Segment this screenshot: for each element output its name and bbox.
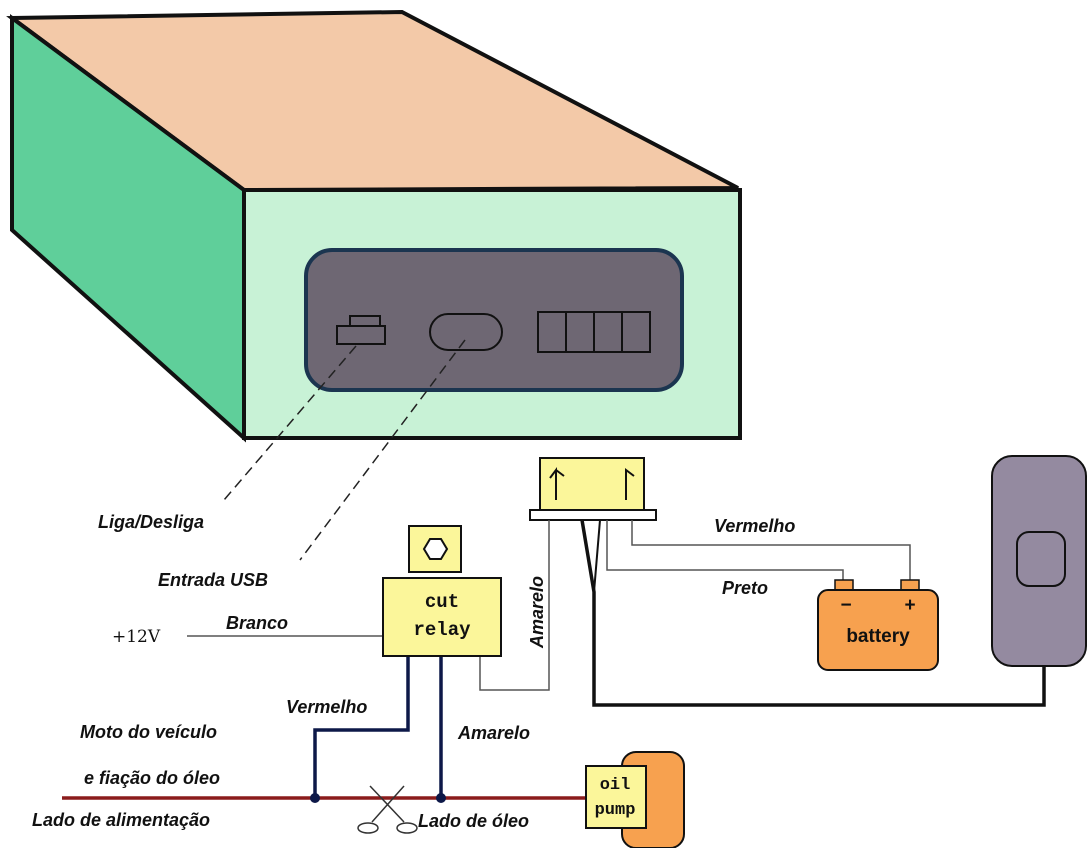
yellow-wire-vertical-label: Amarelo — [527, 576, 547, 649]
connector-block-icon — [537, 311, 651, 353]
black-wire-battery-label: Preto — [722, 578, 768, 598]
oil-side-label: Lado de óleo — [418, 811, 529, 831]
motor-label-line2: e fiação do óleo — [84, 768, 220, 788]
plus12v-label: +12V — [112, 627, 161, 647]
supply-side-label: Lado de alimentação — [32, 810, 210, 830]
motor-label-line1: Moto do veículo — [80, 722, 217, 742]
cut-relay: cut relay — [382, 525, 502, 657]
red-battery-wire — [631, 520, 911, 582]
gps-antenna — [991, 455, 1087, 667]
battery-minus-sign: − — [840, 595, 851, 616]
relay-label-line2: relay — [413, 619, 471, 641]
yellow-wire-relay-label: Amarelo — [457, 723, 530, 743]
pump-label-line1: oil — [600, 776, 631, 795]
relay-mount-hole — [422, 538, 449, 560]
red-relay-wire — [313, 655, 410, 798]
junction-dot — [436, 793, 446, 803]
power-switch-icon — [336, 315, 386, 345]
battery-label: battery — [846, 626, 910, 647]
yellow-fuse-wire — [479, 520, 550, 691]
fuse-holder — [529, 457, 657, 521]
pump-label-line2: pump — [595, 801, 636, 820]
battery: − + battery — [817, 579, 939, 671]
red-wire-relay-label: Vermelho — [286, 697, 367, 717]
black-battery-wire — [606, 520, 844, 582]
antenna-window — [1016, 531, 1066, 587]
antenna-wire-branch — [593, 519, 601, 593]
usb-input-label: Entrada USB — [158, 570, 268, 590]
usb-port-icon — [429, 313, 503, 351]
white-wire-label: Branco — [226, 613, 288, 633]
battery-plus-sign: + — [904, 595, 915, 616]
scissors-icon — [357, 785, 418, 834]
red-wire-battery-label: Vermelho — [714, 516, 795, 536]
power-switch-label: Liga/Desliga — [98, 512, 204, 532]
junction-dot — [310, 793, 320, 803]
gps-device — [6, 9, 742, 443]
wires — [62, 519, 1046, 800]
oil-pump: oil pump — [585, 751, 685, 848]
antenna-wire — [580, 519, 1046, 707]
switch-pointer-line — [223, 345, 357, 501]
relay-label-line1: cut — [425, 591, 459, 613]
usb-pointer-line — [299, 339, 466, 561]
